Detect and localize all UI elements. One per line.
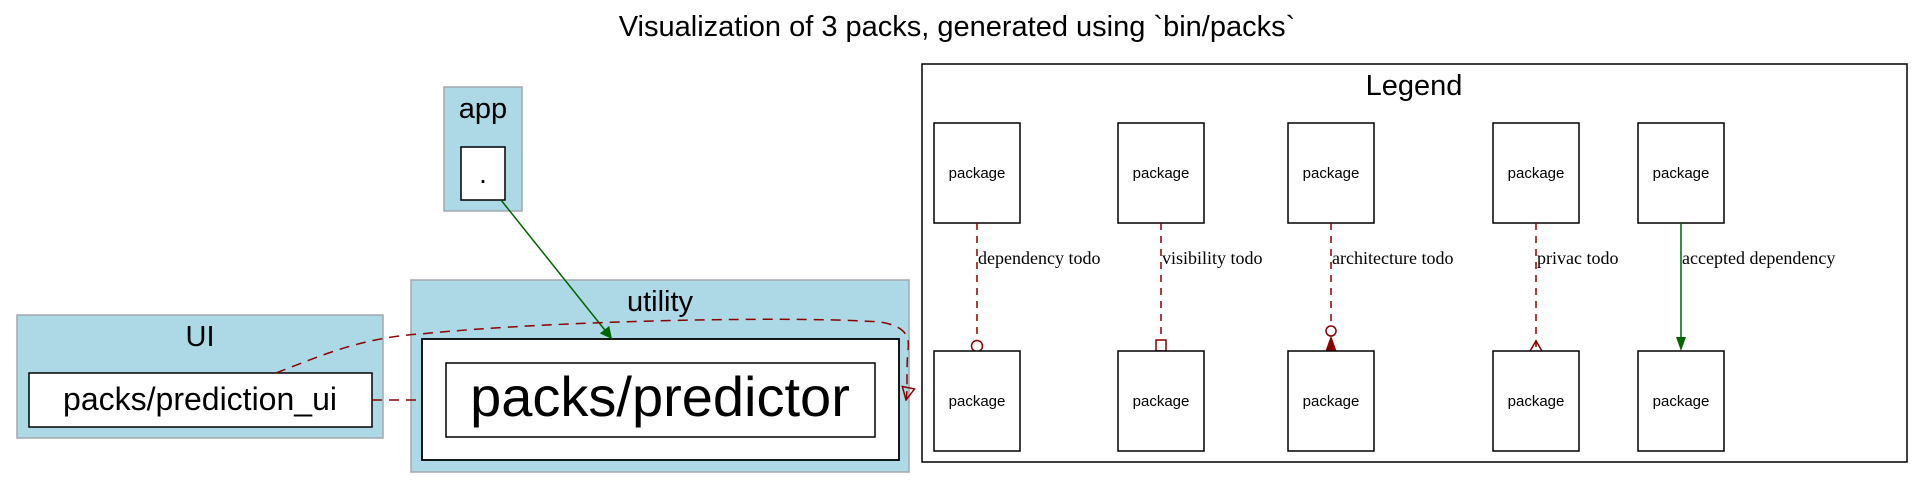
legend-package-label: package [1508,393,1565,410]
legend-edge-label: architecture todo [1332,248,1453,268]
legend-edge-label: privac todo [1537,248,1618,268]
legend-item-visibility-todo: package visibility todo package [1117,122,1263,452]
legend-package-label: package [949,393,1006,410]
cluster-app-label: app [459,93,507,125]
legend-package-label: package [1508,165,1565,182]
diagram-title: Visualization of 3 packs, generated usin… [619,11,1296,43]
package-node-root-label: . [479,158,487,189]
legend-edge-label: visibility todo [1162,248,1263,268]
package-node-prediction-ui[interactable]: packs/prediction_ui [28,372,373,428]
legend: Legend package dependency todo package p… [921,63,1908,463]
legend-package-label: package [1653,393,1710,410]
package-node-predictor[interactable]: packs/predictor [421,338,900,461]
legend-item-accepted-dependency: package accepted dependency package [1637,122,1835,452]
package-node-root[interactable]: . [460,146,506,201]
edge-root-to-predictor [500,199,613,340]
legend-package-label: package [1653,165,1710,182]
cluster-utility: utility packs/predictor [410,279,910,473]
cluster-ui: UI packs/prediction_ui [16,314,384,439]
cluster-app: app . [443,86,523,212]
legend-title: Legend [1366,70,1463,102]
package-node-prediction-ui-label: packs/prediction_ui [63,381,337,417]
legend-package-label: package [1303,393,1360,410]
cluster-utility-label: utility [627,286,694,318]
legend-item-architecture-todo: package architecture todo package [1287,122,1453,452]
legend-package-label: package [949,165,1006,182]
edge-prediction-ui-to-predictor-loop [275,318,908,400]
legend-package-label: package [1303,165,1360,182]
cluster-ui-label: UI [186,321,215,353]
legend-edge-label: accepted dependency [1682,248,1835,268]
legend-package-label: package [1133,165,1190,182]
legend-item-privac-todo: package privac todo package [1492,122,1618,452]
legend-edge-label: dependency todo [978,248,1100,268]
package-node-predictor-label: packs/predictor [470,365,850,428]
legend-item-dependency-todo: package dependency todo package [933,122,1100,452]
legend-package-label: package [1133,393,1190,410]
